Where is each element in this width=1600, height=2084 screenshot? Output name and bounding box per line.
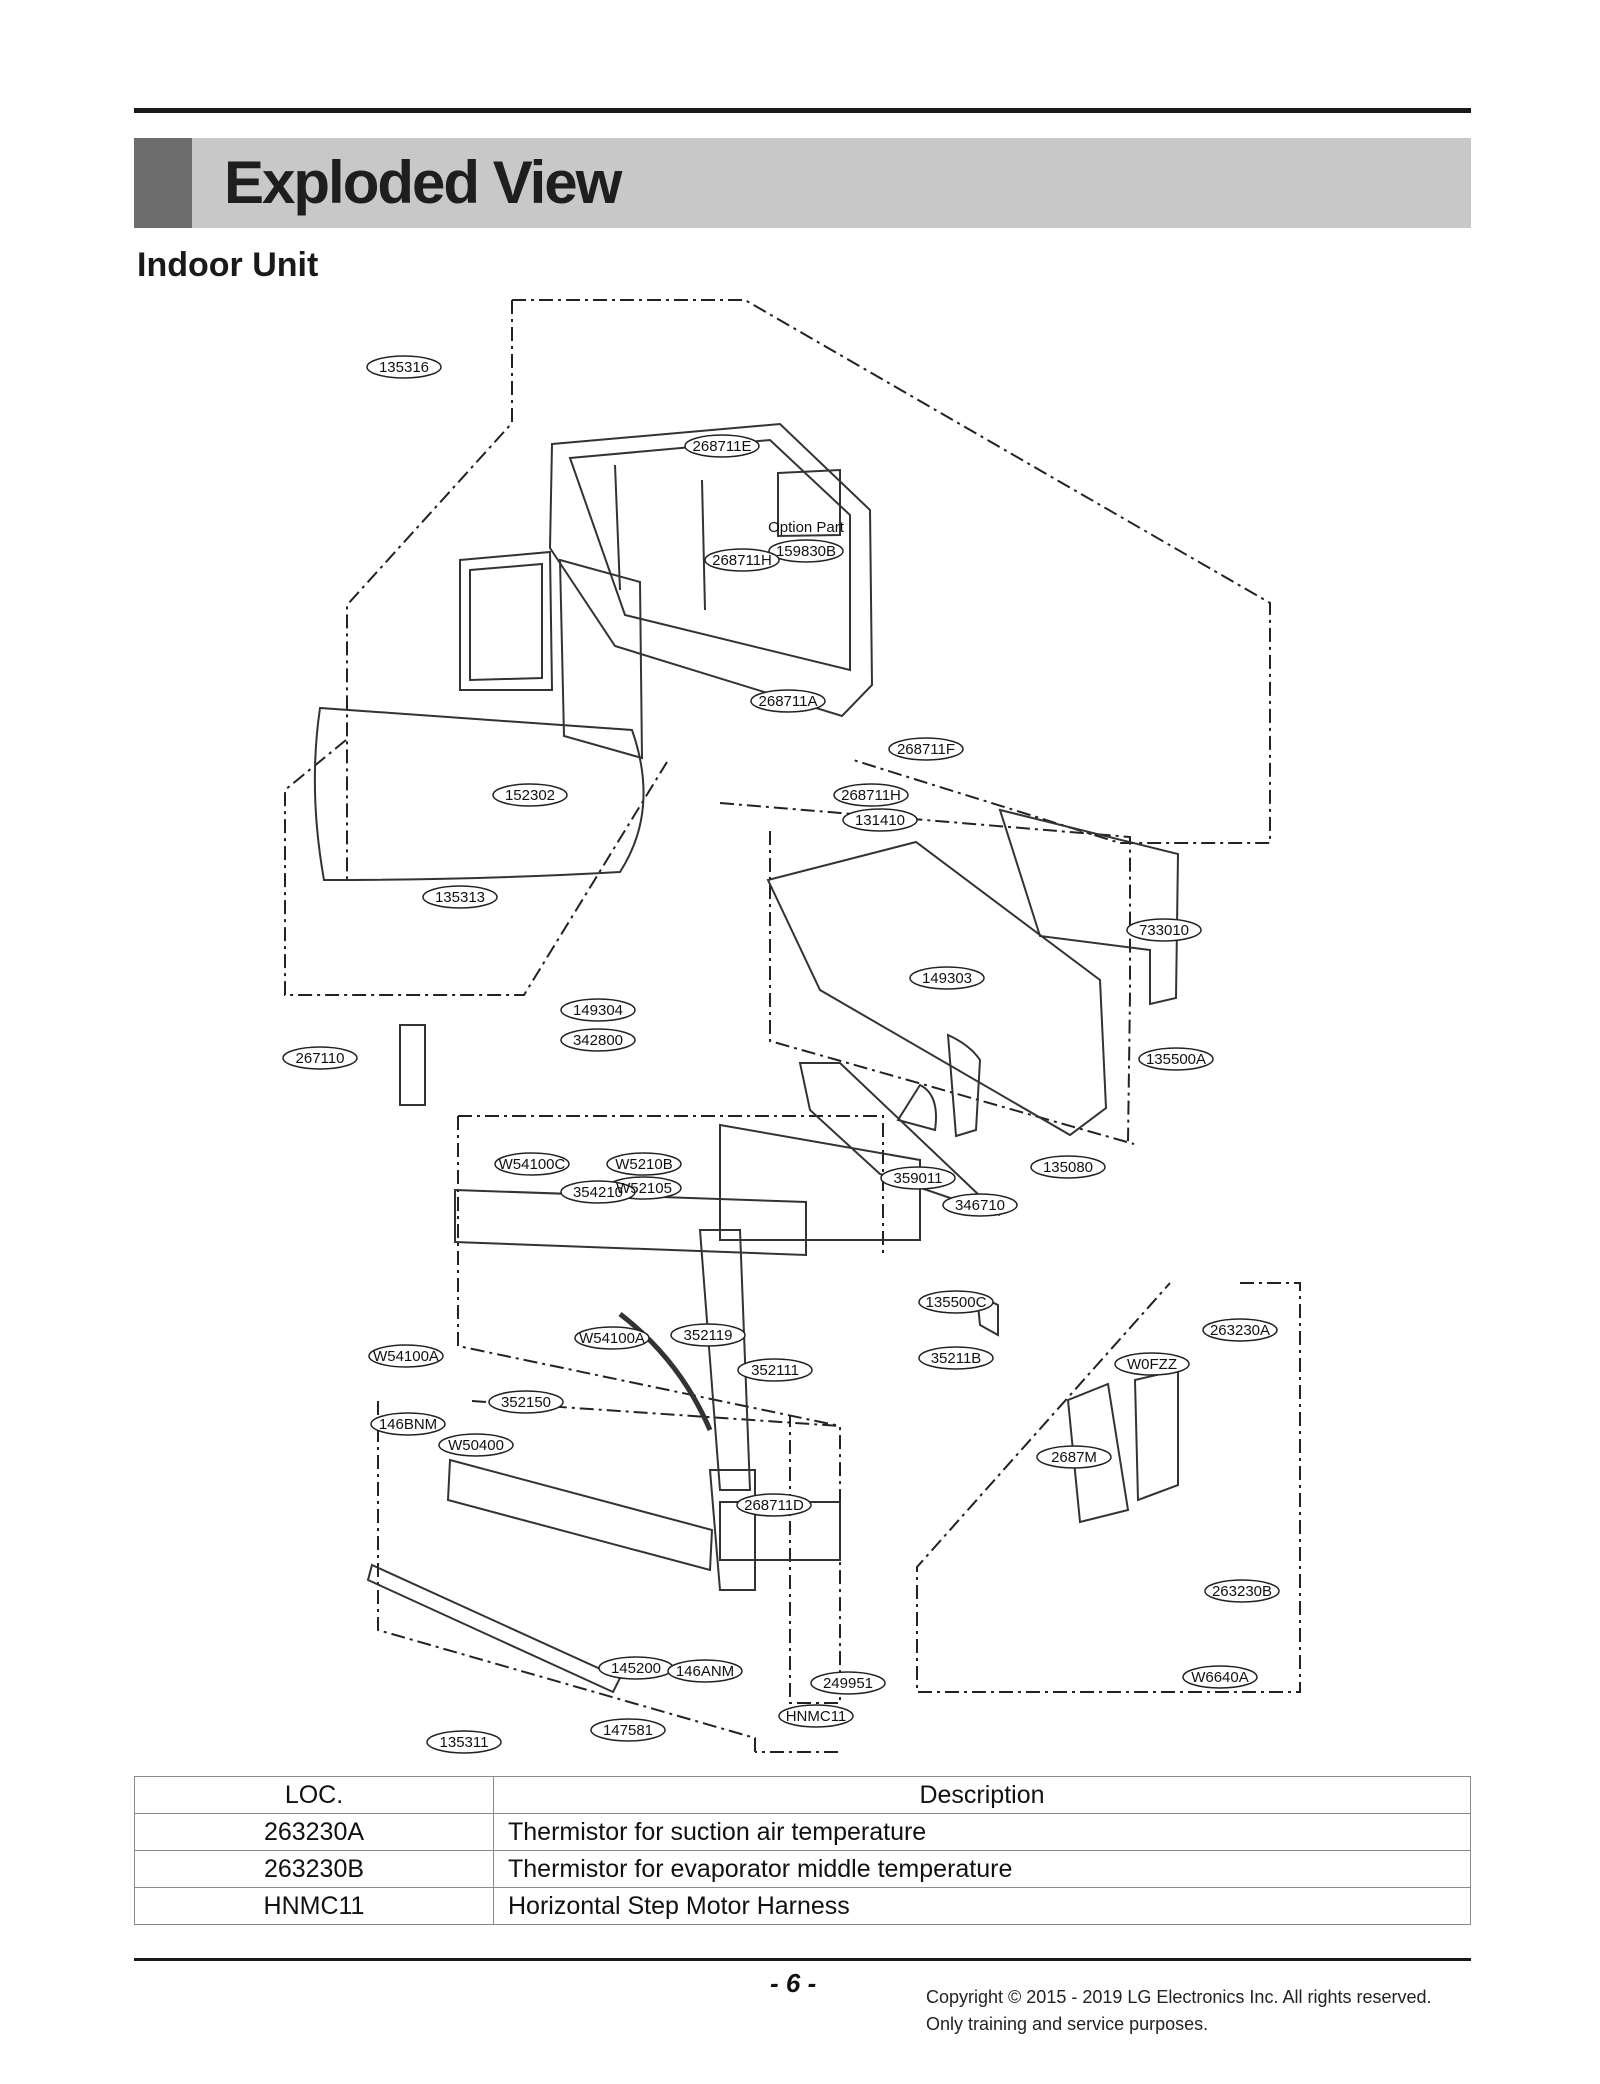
callout: 35211B <box>931 1350 982 1367</box>
loc-cell: 263230A <box>134 1813 494 1851</box>
loc-cell: 263230B <box>134 1850 494 1888</box>
callout: 268711H <box>712 552 772 569</box>
callout: 346710 <box>955 1197 1005 1214</box>
option-part-label: Option Part <box>768 519 845 536</box>
top-rule <box>134 108 1471 113</box>
callout: 149303 <box>922 970 972 987</box>
copyright: Copyright © 2015 - 2019 LG Electronics I… <box>926 1984 1432 2038</box>
callout: 131410 <box>855 812 905 829</box>
description-cell: Thermistor for suction air temperature <box>493 1813 1471 1851</box>
callout: 268711F <box>897 741 955 758</box>
callout: 354210 <box>573 1184 623 1201</box>
callout: W54100C <box>499 1156 566 1173</box>
callout: 352119 <box>684 1327 733 1344</box>
callout: 152302 <box>505 787 555 804</box>
exploded-diagram: Option Part 135316 268711E 159830B 26871… <box>280 290 1340 1760</box>
table-row: HNMC11 Horizontal Step Motor Harness <box>134 1887 1471 1925</box>
callout: W5210B <box>615 1156 673 1173</box>
callout: 159830B <box>776 543 836 560</box>
callout: 267110 <box>296 1050 345 1067</box>
callout: 268711E <box>693 438 752 455</box>
col-header-loc: LOC. <box>134 1776 494 1814</box>
callout: W6640A <box>1191 1669 1249 1686</box>
copyright-line-1: Copyright © 2015 - 2019 LG Electronics I… <box>926 1987 1432 2007</box>
callout: 352111 <box>751 1362 799 1379</box>
callout: 263230A <box>1210 1322 1270 1339</box>
callout: 135316 <box>379 359 429 376</box>
callout: W54100A <box>373 1348 439 1365</box>
callout: 2687M <box>1051 1449 1097 1466</box>
table-row: 263230B Thermistor for evaporator middle… <box>134 1850 1471 1888</box>
callout: W50400 <box>448 1437 504 1454</box>
callout: 268711A <box>759 693 818 710</box>
loc-cell: HNMC11 <box>134 1887 494 1925</box>
callout: 342800 <box>573 1032 623 1049</box>
description-table: LOC. Description 263230A Thermistor for … <box>134 1776 1471 1925</box>
title-bar: Exploded View <box>134 138 1471 228</box>
callout: 268711D <box>744 1497 804 1514</box>
callout: W54100A <box>579 1330 645 1347</box>
callout: 146BNM <box>379 1416 437 1433</box>
callout: 147581 <box>603 1722 653 1739</box>
callout: 249951 <box>823 1675 873 1692</box>
callout: 135080 <box>1043 1159 1093 1176</box>
title-accent-block <box>134 138 192 228</box>
table-row: 263230A Thermistor for suction air tempe… <box>134 1813 1471 1851</box>
callout: W52105 <box>616 1180 672 1197</box>
callout: 146ANM <box>676 1663 734 1680</box>
description-cell: Thermistor for evaporator middle tempera… <box>493 1850 1471 1888</box>
callout: 135500C <box>926 1294 987 1311</box>
callout: HNMC11 <box>786 1708 847 1725</box>
callout: W0FZZ <box>1127 1356 1177 1373</box>
callout: 733010 <box>1139 922 1189 939</box>
page-title: Exploded View <box>224 149 622 216</box>
section-subtitle: Indoor Unit <box>137 246 319 284</box>
callout: 135500A <box>1146 1051 1206 1068</box>
description-cell: Horizontal Step Motor Harness <box>493 1887 1471 1925</box>
bottom-rule <box>134 1958 1471 1961</box>
copyright-line-2: Only training and service purposes. <box>926 2014 1209 2034</box>
callout: 352150 <box>501 1394 551 1411</box>
callout: 135313 <box>435 889 485 906</box>
callout: 359011 <box>894 1170 943 1187</box>
exploded-diagram-svg: Option Part 135316 268711E 159830B 26871… <box>282 299 1301 1754</box>
table-header-row: LOC. Description <box>134 1776 1471 1814</box>
page-number: - 6 - <box>770 1968 817 1998</box>
callout: 149304 <box>573 1002 623 1019</box>
callout: 135311 <box>440 1734 489 1751</box>
col-header-description: Description <box>493 1776 1471 1814</box>
callout: 268711H <box>841 787 901 804</box>
callout: 145200 <box>611 1660 661 1677</box>
callout: 263230B <box>1212 1583 1272 1600</box>
